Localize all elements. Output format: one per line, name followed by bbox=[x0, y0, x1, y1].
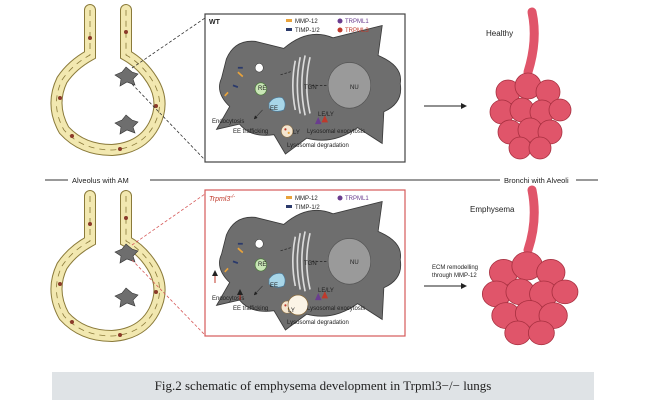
wt-degradation: Lysosomal degradation bbox=[287, 143, 349, 149]
divider-left-label: Alveolus with AM bbox=[72, 176, 129, 185]
zoom-line-top-b bbox=[131, 83, 206, 161]
ko-golgi-label: TGN bbox=[304, 261, 317, 267]
ko-re-label: RE bbox=[258, 262, 266, 268]
ko-degradation: Lysosomal degradation bbox=[287, 320, 349, 326]
ko-ee-trafficking: EE trafficking bbox=[233, 306, 268, 312]
wt-exocytosis: Lysosomal exocytosis bbox=[307, 129, 365, 135]
zoom-line-bottom-a bbox=[131, 193, 206, 246]
outcome-emphysema: Emphysema bbox=[470, 205, 515, 214]
wt-legend: MMP-12 TIMP-1/2 TRPML1 TRPML3 bbox=[286, 18, 369, 34]
svg-text:TRPML1: TRPML1 bbox=[345, 196, 369, 202]
arrow-label-2: through MMP-12 bbox=[432, 273, 477, 279]
svg-text:MMP-12: MMP-12 bbox=[295, 196, 318, 202]
divider-right-label: Bronchi with Alveoli bbox=[504, 176, 569, 185]
ko-lely-label: LE/LY bbox=[318, 288, 334, 294]
svg-text:TIMP-1/2: TIMP-1/2 bbox=[295, 28, 320, 34]
caption-band: Fig.2 schematic of emphysema development… bbox=[52, 372, 594, 400]
ko-genotype: Trpml3-/- bbox=[209, 194, 235, 203]
wt-ee-label: EE bbox=[270, 106, 278, 112]
macrophage-bottom-2 bbox=[114, 287, 139, 308]
bronchus-top bbox=[523, 7, 539, 77]
bronchus-bottom bbox=[523, 185, 539, 255]
svg-text:TRPML3: TRPML3 bbox=[345, 28, 369, 34]
wt-re-label: RE bbox=[258, 86, 266, 92]
ko-exocytosis: Lysosomal exocytosis bbox=[307, 306, 365, 312]
wt-nucleus-label: NU bbox=[350, 85, 359, 91]
ko-endocytosis: Endocytosis bbox=[212, 296, 244, 302]
ko-nucleus-label: NU bbox=[350, 260, 359, 266]
zoom-line-bottom-b bbox=[131, 259, 206, 336]
ko-ee-label: EE bbox=[270, 283, 278, 289]
svg-text:TRPML1: TRPML1 bbox=[345, 19, 369, 25]
arrow-label-1: ECM remodelling bbox=[432, 265, 478, 271]
outcome-healthy: Healthy bbox=[486, 29, 513, 38]
svg-text:MMP-12: MMP-12 bbox=[295, 19, 318, 25]
macrophage-top-1 bbox=[114, 66, 139, 87]
wt-golgi-label: TGN bbox=[304, 85, 317, 91]
ko-enlarged-lysosome bbox=[287, 294, 309, 316]
wt-genotype: WT bbox=[209, 19, 221, 26]
alveolus-bottom bbox=[56, 196, 159, 337]
alveolus-top bbox=[56, 10, 159, 151]
ko-ly-label: LY bbox=[288, 308, 295, 314]
wt-ee-trafficking: EE trafficking bbox=[233, 129, 268, 135]
wt-ly-label: LY bbox=[293, 130, 300, 136]
wt-lely-label: LE/LY bbox=[318, 112, 334, 118]
emphysema-alveoli bbox=[481, 251, 579, 346]
healthy-alveoli bbox=[489, 72, 572, 160]
macrophage-top-2 bbox=[114, 114, 139, 135]
wt-endocytosis: Endocytosis bbox=[212, 119, 244, 125]
ko-legend: MMP-12 TIMP-1/2 TRPML1 bbox=[286, 195, 369, 211]
svg-text:TIMP-1/2: TIMP-1/2 bbox=[295, 205, 320, 211]
figure-caption: Fig.2 schematic of emphysema development… bbox=[154, 378, 492, 393]
